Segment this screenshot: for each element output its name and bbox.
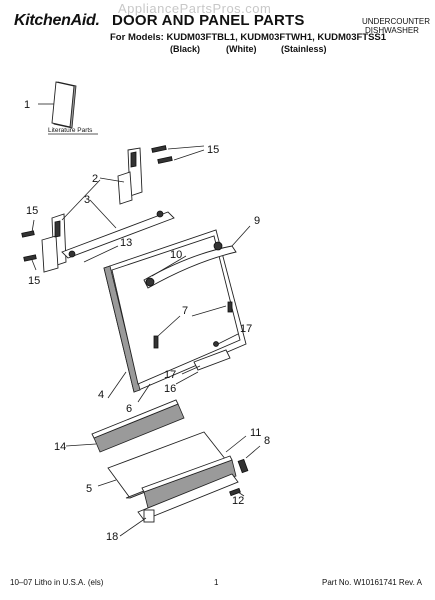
callout-18: 18 [106,531,118,543]
callout-13: 13 [120,237,132,249]
callout-6: 6 [126,403,132,415]
product-category: UNDERCOUNTER DISHWASHER [362,17,430,35]
foam-strip-upper [65,399,185,453]
foam-strip-lower [141,435,247,509]
callout-15-top: 15 [207,144,219,156]
variant-black: (Black) [170,44,201,54]
screws-top [151,145,205,164]
callout-15-left-lower: 15 [28,275,40,287]
hinge-bracket-right [99,147,143,205]
screws-left [21,219,37,271]
callout-4: 4 [98,389,104,401]
callout-8: 8 [264,435,270,447]
part-number: Part No. W10161741 Rev. A [322,578,422,587]
category-line-2: DISHWASHER [365,26,419,35]
literature-booklet [38,81,98,135]
callout-1: 1 [24,99,30,111]
callout-17-right: 17 [240,323,252,335]
bottom-rail [119,473,239,537]
callout-7: 7 [182,305,188,317]
callout-3: 3 [84,194,90,206]
lower-bracket [175,333,239,385]
callout-14: 14 [54,441,66,453]
watermark: AppliancePartsPros.com [118,1,272,16]
panel-screws [153,301,233,349]
door-panel [103,229,247,403]
variant-stainless: (Stainless) [281,44,327,54]
literature-label: Literature Parts [48,127,93,134]
litho-note: 10–07 Litho in U.S.A. (els) [10,578,104,587]
variant-white: (White) [226,44,257,54]
page-title: DOOR AND PANEL PARTS [112,12,305,29]
callout-9: 9 [254,215,260,227]
callout-11: 11 [250,427,261,439]
brand-logo: KitchenAid. [14,12,100,29]
category-line-1: UNDERCOUNTER [362,17,430,26]
door-handle [143,225,251,289]
models-line: For Models: KUDM03FTBL1, KUDM03FTWH1, KU… [110,32,387,43]
callout-15-left-upper: 15 [26,205,38,217]
callout-17-left: 17 [164,369,176,381]
callout-16: 16 [164,383,176,395]
callout-10: 10 [170,249,182,261]
page-number: 1 [214,578,219,587]
clip-and-screw [229,445,261,497]
callout-2: 2 [92,173,98,185]
top-rail [61,199,175,263]
callout-12: 12 [232,495,244,507]
callout-5: 5 [86,483,92,495]
